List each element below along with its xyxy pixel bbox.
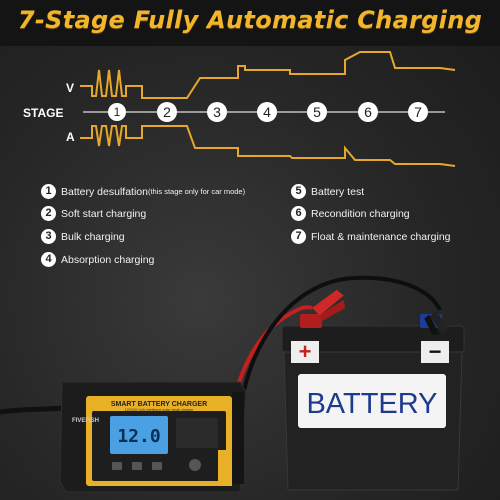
black-clamp [424,310,449,336]
legend-number: 6 [291,206,306,221]
stage-1-marker: 1 [108,103,126,121]
legend-number: 1 [41,184,56,199]
legend-item-stage-2: 2 Soft start charging [41,206,146,221]
battery-minus-sign-bg [421,341,449,363]
battery-plus-sign: + [299,339,312,364]
stage-5-number: 5 [313,104,321,120]
charger-title: SMART BATTERY CHARGER [111,401,207,408]
stage-3-marker: 3 [207,102,227,122]
charger-mode-button-1[interactable] [112,462,122,470]
legend-item-stage-3: 3 Bulk charging [41,229,125,244]
stage-label: STAGE [23,106,63,120]
legend-label: Soft start charging [61,207,147,220]
charger-subtitle: 12V/24V fully intelligent pulse repair c… [125,408,194,412]
charger-grip [232,392,244,484]
battery-terminal-positive [300,314,322,328]
black-cable [240,275,442,401]
current-curve [80,125,456,167]
battery: + − BATTERY [281,314,465,491]
legend-item-stage-6: 6 Recondition charging [291,206,410,221]
legend-item-stage-4: 4 Absorption charging [41,252,154,267]
mains-cable [0,405,63,415]
charger-lcd [110,416,168,454]
legend-item-stage-7: 7 Float & maintenance charging [291,229,451,244]
charger-indicator-strip [176,418,218,448]
stage-4-marker: 4 [257,102,277,122]
red-clamp [312,289,346,321]
red-cable [233,305,313,396]
charger-yellow-edge [218,450,232,486]
charger: SMART BATTERY CHARGER 12V/24V fully inte… [59,381,247,493]
stage-legend: 1 Battery desulfation(this stage only fo… [0,180,500,270]
voltage-curve [80,51,456,99]
battery-label-plate [298,374,446,428]
battery-minus-sign: − [429,339,442,364]
current-label: A [66,130,75,144]
legend-label: Battery desulfation [61,185,148,198]
charger-mode-button-4[interactable] [189,459,201,471]
stage-3-number: 3 [213,104,221,120]
stage-6-number: 6 [364,104,372,120]
legend-number: 7 [291,229,306,244]
stage-7-number: 7 [414,104,422,120]
legend-number: 4 [41,252,56,267]
stage-diagram: V STAGE A 1 2 3 4 5 6 7 [23,51,456,167]
legend-number: 3 [41,229,56,244]
legend-number: 2 [41,206,56,221]
stage-2-marker: 2 [157,102,177,122]
product-scene: + − BATTERY SMART BATTERY CHARGER 12V/24… [0,275,465,493]
legend-label: Absorption charging [61,253,155,266]
legend-label: Battery test [311,185,365,198]
voltage-label: V [66,81,74,95]
charger-mode-button-2[interactable] [132,462,142,470]
legend-label: Bulk charging [61,230,125,243]
legend-item-stage-1: 1 Battery desulfation(this stage only fo… [41,184,245,199]
stage-2-number: 2 [163,104,171,120]
header-bar [0,0,500,46]
battery-label: BATTERY [306,388,437,420]
charger-display-value: 12.0 [117,426,160,447]
legend-item-stage-5: 5 Battery test [291,184,364,199]
battery-plus-sign-bg [291,341,319,363]
legend-label: Recondition charging [311,207,410,220]
stage-5-marker: 5 [307,102,327,122]
charger-mode-button-3[interactable] [152,462,162,470]
legend-number: 5 [291,184,306,199]
legend-note: (this stage only for car mode) [147,187,246,196]
stage-1-number: 1 [114,105,121,119]
stage-4-number: 4 [263,104,271,120]
legend-label: Float & maintenance charging [311,230,451,243]
page-title: 7-Stage Fully Automatic Charging [17,6,483,34]
stage-6-marker: 6 [358,102,378,122]
stage-7-marker: 7 [408,102,428,122]
charger-brand: FIVEFISH [72,418,99,424]
